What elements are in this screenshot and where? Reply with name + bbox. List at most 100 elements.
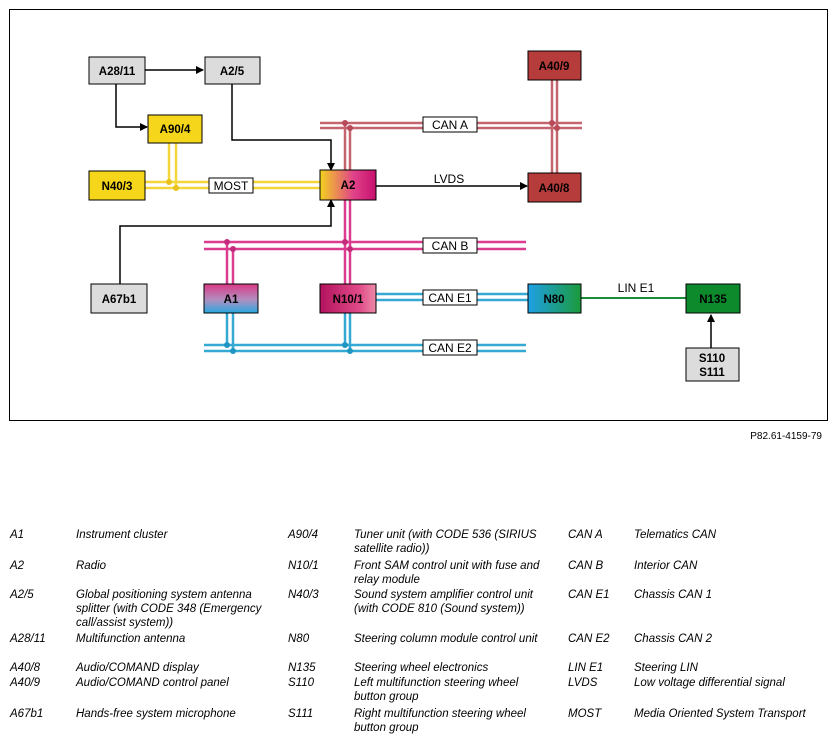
legend-code: A2: [10, 560, 25, 572]
legend-item: S110 Left multifunction steering wheel bu…: [288, 676, 558, 706]
legend-description: Steering LIN: [634, 662, 698, 674]
legend-code: CAN E2: [568, 633, 610, 645]
can-a-label: CAN A: [432, 118, 468, 132]
legend-code: CAN B: [568, 560, 604, 572]
legend-item: A28/11 Multifunction antenna: [10, 632, 280, 662]
signal-arrows: [115, 66, 715, 348]
legend-description: Multifunction antenna: [76, 633, 186, 645]
svg-text:S110: S110: [699, 353, 725, 365]
svg-text:S111: S111: [699, 367, 725, 379]
legend-description: Hands-free system microphone: [76, 708, 236, 720]
svg-text:N40/3: N40/3: [102, 181, 133, 193]
legend-code: CAN E1: [568, 589, 610, 601]
legend-description: Audio/COMAND display: [76, 662, 199, 674]
unit-n135: N135: [685, 283, 741, 314]
unit-a28-11: A28/11: [88, 56, 146, 85]
svg-text:N10/1: N10/1: [333, 294, 364, 306]
legend-code: N80: [288, 633, 310, 645]
unit-a2: A2: [319, 169, 377, 201]
network-diagram: CAN A MOST LVDS CAN B CAN E1 LIN E1 CAN …: [9, 9, 828, 421]
legend-description: Front SAM control unit with fuse and rel…: [354, 560, 540, 586]
legend-description: Interior CAN: [634, 560, 698, 572]
legend-item: CAN E2 Chassis CAN 2: [568, 632, 837, 662]
legend-item: LVDS Low voltage differential signal: [568, 676, 837, 706]
legend-description: Chassis CAN 1: [634, 589, 712, 601]
lvds-label: LVDS: [434, 172, 464, 186]
unit-s110-s111: S110 S111: [685, 347, 740, 382]
unit-a40-8: A40/8: [527, 172, 582, 203]
unit-a90-4: A90/4: [147, 114, 203, 144]
unit-a40-9: A40/9: [527, 50, 582, 81]
legend-description: Instrument cluster: [76, 529, 168, 541]
svg-text:A40/8: A40/8: [539, 183, 570, 195]
legend-description: Tuner unit (with CODE 536 (SIRIUS satell…: [354, 529, 537, 555]
legend-description: Telematics CAN: [634, 529, 717, 541]
legend-code: LIN E1: [568, 662, 604, 674]
can-b-label: CAN B: [432, 239, 469, 253]
unit-a67b1: A67b1: [90, 283, 148, 314]
svg-text:A2: A2: [341, 180, 356, 192]
svg-text:A67b1: A67b1: [102, 294, 137, 306]
most-label: MOST: [214, 179, 249, 193]
legend-item: N10/1 Front SAM control unit with fuse an…: [288, 559, 558, 589]
legend-item: CAN A Telematics CAN: [568, 528, 837, 558]
legend-item: A67b1 Hands-free system microphone: [10, 707, 280, 737]
legend-item: N135 Steering wheel electronics: [288, 661, 558, 691]
unit-n80: N80: [527, 283, 582, 314]
svg-text:A40/9: A40/9: [539, 61, 570, 73]
svg-text:A90/4: A90/4: [160, 124, 191, 136]
legend-code: S111: [288, 708, 314, 720]
legend-item: A40/8 Audio/COMAND display: [10, 661, 280, 691]
legend-item: LIN E1 Steering LIN: [568, 661, 837, 691]
legend-code: A1: [10, 529, 25, 541]
legend-description: Global positioning system antenna splitt…: [76, 589, 262, 629]
legend-description: Right multifunction steering wheel butto…: [354, 708, 526, 734]
legend-item: A90/4 Tuner unit (with CODE 536 (SIRIUS s…: [288, 528, 558, 558]
legend-item: A1 Instrument cluster: [10, 528, 280, 558]
unit-n10-1: N10/1: [319, 283, 377, 314]
legend-code: A28/11: [10, 633, 46, 645]
legend-item: A2/5 Global positioning system antenna sp…: [10, 588, 280, 629]
legend-description: Low voltage differential signal: [634, 677, 785, 689]
unit-a2-5: A2/5: [204, 56, 261, 85]
can-e2-label: CAN E2: [428, 341, 472, 355]
legend-item: MOST Media Oriented System Transport: [568, 707, 837, 737]
legend-item: N40/3 Sound system amplifier control unit…: [288, 588, 558, 618]
svg-text:N135: N135: [699, 294, 727, 306]
legend-description: Steering column module control unit: [354, 633, 538, 645]
legend-description: Sound system amplifier control unit (wit…: [354, 589, 533, 615]
legend-code: A90/4: [288, 529, 319, 541]
legend-item: S111 Right multifunction steering wheel b…: [288, 707, 558, 737]
legend-code: N135: [288, 662, 316, 674]
legend-description: Radio: [76, 560, 107, 572]
can-e1-label: CAN E1: [428, 291, 472, 305]
svg-text:A1: A1: [224, 294, 239, 306]
legend-item: A2 Radio: [10, 559, 280, 589]
legend-code: CAN A: [568, 529, 603, 541]
legend-code: N40/3: [288, 589, 319, 601]
figure-reference: P82.61-4159-79: [750, 431, 822, 442]
legend-item: CAN B Interior CAN: [568, 559, 837, 589]
legend-item: CAN E1 Chassis CAN 1: [568, 588, 837, 618]
svg-text:A28/11: A28/11: [99, 66, 136, 78]
legend-code: A67b1: [10, 708, 44, 720]
legend-item: N80 Steering column module control unit: [288, 632, 558, 662]
legend-code: A2/5: [10, 589, 34, 601]
lin-e1-label: LIN E1: [618, 281, 655, 295]
unit-a1: A1: [203, 283, 259, 314]
legend-code: A40/9: [10, 677, 41, 689]
legend-description: Media Oriented System Transport: [634, 708, 806, 720]
legend-code: S110: [288, 677, 315, 689]
legend-code: A40/8: [10, 662, 41, 674]
legend-description: Chassis CAN 2: [634, 633, 712, 645]
legend-description: Left multifunction steering wheel button…: [354, 677, 519, 703]
legend-description: Audio/COMAND control panel: [76, 677, 229, 689]
svg-text:N80: N80: [543, 294, 564, 306]
legend-code: MOST: [568, 708, 602, 720]
legend-description: Steering wheel electronics: [354, 662, 489, 674]
svg-text:A2/5: A2/5: [220, 66, 245, 78]
legend-code: LVDS: [568, 677, 598, 689]
unit-n40-3: N40/3: [88, 170, 146, 201]
legend-item: A40/9 Audio/COMAND control panel: [10, 676, 280, 706]
legend-code: N10/1: [288, 560, 319, 572]
